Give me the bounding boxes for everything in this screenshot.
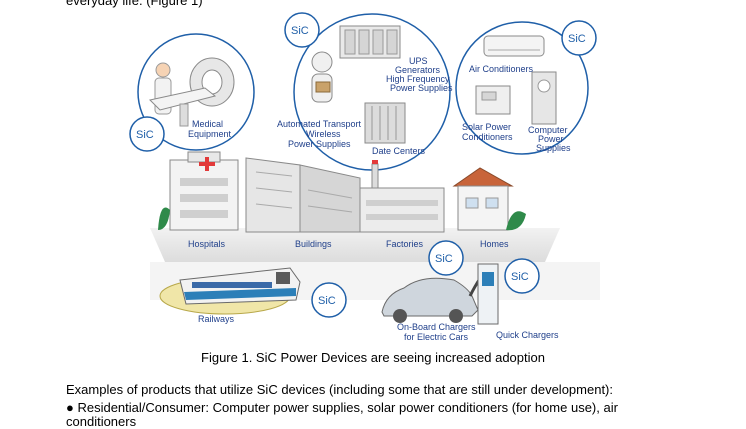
robot-icon xyxy=(311,51,333,103)
factory-icon xyxy=(359,160,445,233)
label-homes: Homes xyxy=(480,239,509,249)
label-ups-2: Generators xyxy=(395,65,441,75)
label-ups-3: High Frequency xyxy=(386,74,450,84)
label-pc-3: Supplies xyxy=(536,143,571,153)
label-auto-2: Wireless xyxy=(306,129,341,139)
paragraph-intro: Examples of products that utilize SiC de… xyxy=(66,382,613,397)
svg-text:SiC: SiC xyxy=(568,33,586,45)
label-onboard-2: for Electric Cars xyxy=(404,332,469,342)
label-aircon: Air Conditioners xyxy=(469,64,534,74)
label-quick: Quick Chargers xyxy=(496,330,559,340)
svg-text:SiC: SiC xyxy=(291,25,309,37)
home-icon xyxy=(452,167,526,231)
ups-cabinets-icon xyxy=(339,25,401,59)
label-pc-1: Computer xyxy=(528,125,568,135)
label-ups-4: Power Supplies xyxy=(390,83,453,93)
paragraph-bullet-continued: conditioners xyxy=(66,414,137,429)
office-buildings-icon xyxy=(245,157,361,233)
label-datacenters: Date Centers xyxy=(372,146,426,156)
label-railways: Railways xyxy=(198,314,235,324)
svg-text:SiC: SiC xyxy=(318,295,336,307)
label-auto-1: Automated Transport xyxy=(277,119,362,129)
label-solar-2: Conditioners xyxy=(462,132,513,142)
solar-conditioner-icon xyxy=(475,85,511,115)
sic-bubble-medical: SiC xyxy=(129,116,165,152)
sic-bubble-right: SiC xyxy=(561,20,597,56)
sic-applications-illustration: Medical Equipment SiC UPS Generators xyxy=(129,12,600,342)
air-conditioner-icon xyxy=(483,35,545,57)
svg-text:SiC: SiC xyxy=(511,271,529,283)
label-ups-1: UPS xyxy=(409,56,428,66)
sic-bubble-center: SiC xyxy=(284,12,320,48)
label-buildings: Buildings xyxy=(295,239,332,249)
industrial-power-group: UPS Generators High Frequency Power Supp… xyxy=(277,13,453,171)
quick-charger-group: Quick Chargers xyxy=(477,263,559,340)
sic-bubble-railways: SiC xyxy=(311,282,347,318)
figure-caption: Figure 1. SiC Power Devices are seeing i… xyxy=(201,350,545,365)
home-appliance-group: Air Conditioners Solar Power Conditioner… xyxy=(455,21,589,155)
label-medical-2: Equipment xyxy=(188,129,232,139)
railway-group: Railways xyxy=(159,267,301,324)
electric-car-group: On-Board Chargers for Electric Cars xyxy=(381,264,492,342)
hospital-building-icon xyxy=(158,151,239,231)
label-pc-2: Power xyxy=(538,134,564,144)
sic-bubble-car: SiC xyxy=(428,240,464,276)
label-solar-1: Solar Power xyxy=(462,122,511,132)
computer-psu-icon xyxy=(531,71,557,125)
label-medical-1: Medical xyxy=(192,119,223,129)
label-factories: Factories xyxy=(386,239,424,249)
label-hospitals: Hospitals xyxy=(188,239,226,249)
label-auto-3: Power Supplies xyxy=(288,139,351,149)
top-text-line: everyday life. (Figure 1) xyxy=(66,0,203,8)
paragraph-bullet: ● Residential/Consumer: Computer power s… xyxy=(66,400,618,415)
label-onboard-1: On-Board Chargers xyxy=(397,322,476,332)
sic-bubble-charger: SiC xyxy=(504,258,540,294)
data-center-icon xyxy=(364,102,406,144)
svg-text:SiC: SiC xyxy=(435,253,453,265)
medical-equipment-group: Medical Equipment xyxy=(137,33,255,151)
svg-text:SiC: SiC xyxy=(136,129,154,141)
